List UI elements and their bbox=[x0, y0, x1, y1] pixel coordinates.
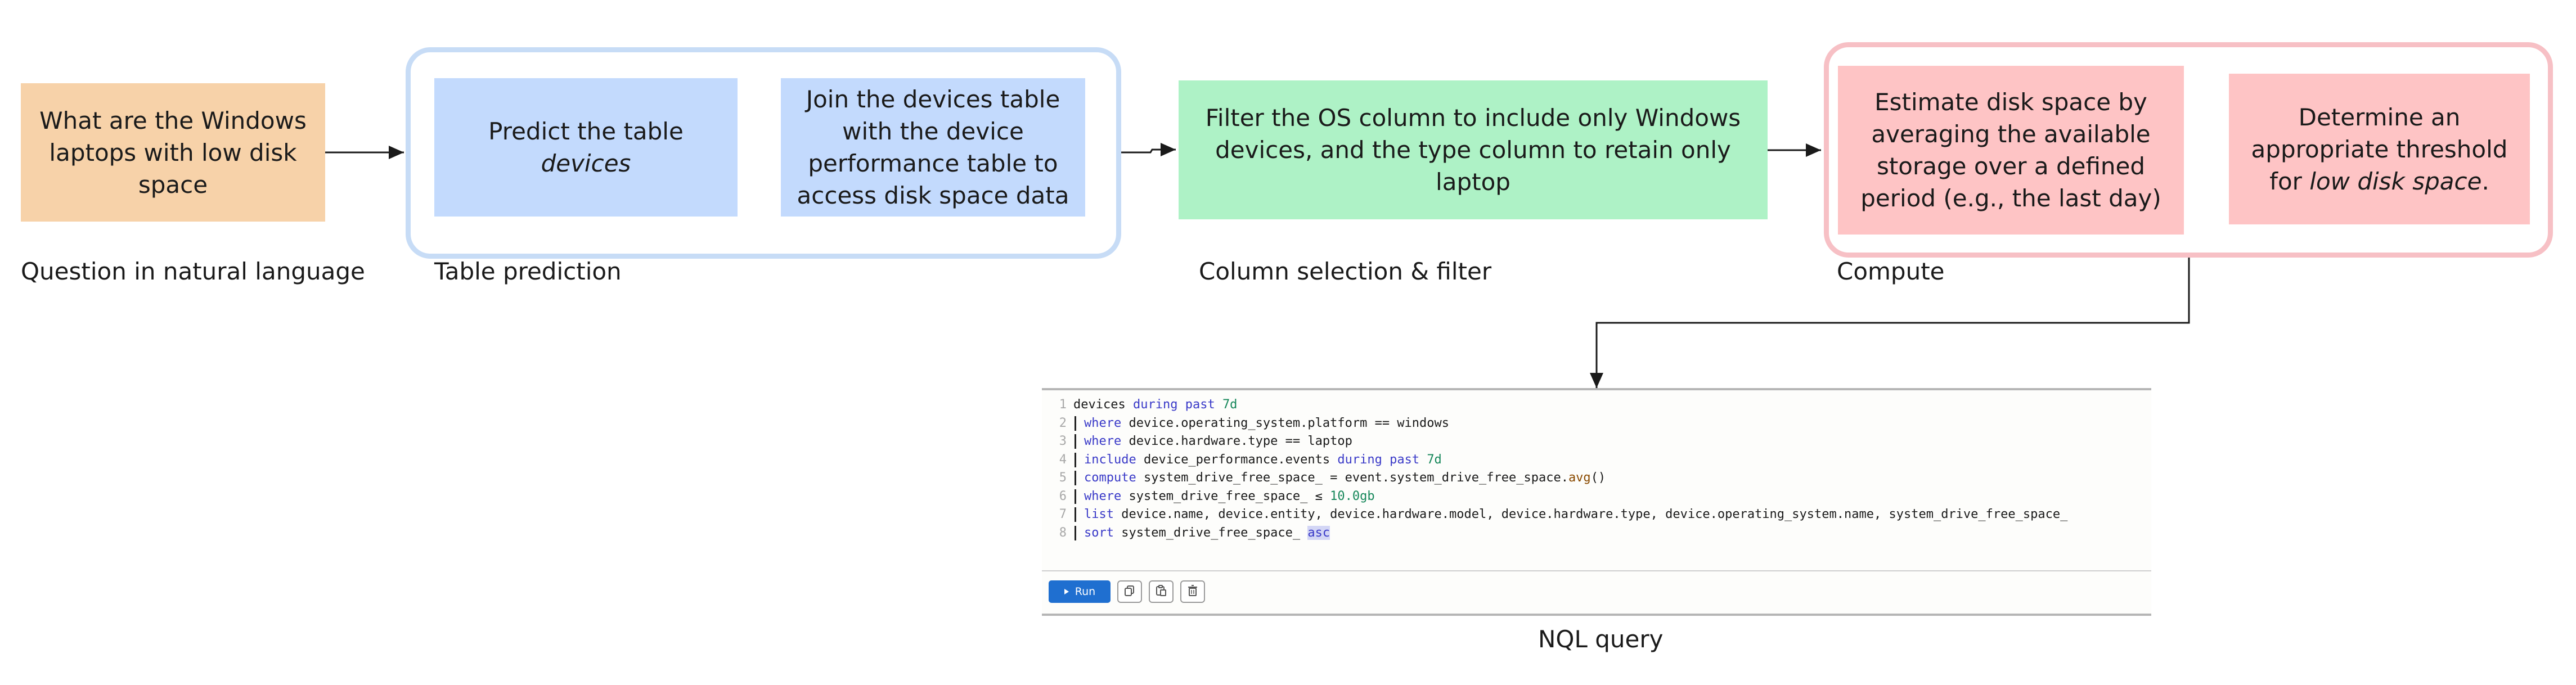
join-tables-box: Join the devices table with the device p… bbox=[781, 78, 1085, 217]
code-text-3: where device.hardware.type == laptop bbox=[1084, 434, 1352, 448]
question-text: What are the Windows laptops with low di… bbox=[39, 106, 307, 199]
predict-table-text: Predict the table bbox=[488, 118, 684, 145]
estimate-disk-text: Estimate disk space by averaging the ava… bbox=[1860, 88, 2161, 212]
code-text-8: sort system_drive_free_space_ asc bbox=[1084, 525, 1330, 540]
code-text-2: where device.operating_system.platform =… bbox=[1084, 416, 1450, 430]
compute-caption: Compute bbox=[1837, 258, 1945, 285]
copy-icon bbox=[1123, 584, 1136, 600]
question-caption: Question in natural language bbox=[21, 258, 365, 285]
trash-icon bbox=[1186, 584, 1199, 600]
column-selection-caption: Column selection & filter bbox=[1199, 258, 1492, 285]
column-filter-text: Filter the OS column to include only Win… bbox=[1205, 104, 1741, 196]
threshold-box: Determine an appropriate threshold for l… bbox=[2229, 74, 2530, 224]
run-button[interactable]: Run bbox=[1049, 580, 1111, 603]
question-box: What are the Windows laptops with low di… bbox=[21, 83, 325, 222]
editor-divider bbox=[1042, 570, 2151, 571]
threshold-italic: low disk space bbox=[2309, 167, 2482, 195]
nql-caption: NQL query bbox=[1538, 625, 1664, 653]
code-text-5: compute system_drive_free_space_ = event… bbox=[1084, 471, 1606, 485]
copy-button[interactable] bbox=[1117, 580, 1142, 603]
code-text-4: include device_performance.events during… bbox=[1084, 452, 1442, 467]
play-icon bbox=[1064, 585, 1069, 598]
predict-table-name: devices bbox=[541, 150, 631, 177]
code-text-6: where system_drive_free_space_ ≤ 10.0gb bbox=[1084, 489, 1375, 503]
paste-button[interactable] bbox=[1149, 580, 1174, 603]
threshold-text: Determine an appropriate threshold for bbox=[2251, 103, 2508, 195]
paste-icon bbox=[1155, 584, 1167, 600]
predict-table-box: Predict the table devices bbox=[434, 78, 738, 217]
threshold-suffix: . bbox=[2481, 167, 2489, 195]
code-text-1: devices during past 7d bbox=[1073, 398, 1238, 412]
column-filter-box: Filter the OS column to include only Win… bbox=[1179, 80, 1768, 219]
run-button-label: Run bbox=[1075, 585, 1096, 598]
join-tables-text: Join the devices table with the device p… bbox=[797, 85, 1069, 209]
estimate-disk-box: Estimate disk space by averaging the ava… bbox=[1838, 66, 2184, 235]
table-prediction-caption: Table prediction bbox=[434, 258, 622, 285]
delete-button[interactable] bbox=[1180, 580, 1205, 603]
code-text-7: list device.name, device.entity, device.… bbox=[1084, 507, 2068, 521]
arrow-table-to-filter bbox=[1121, 143, 1176, 156]
